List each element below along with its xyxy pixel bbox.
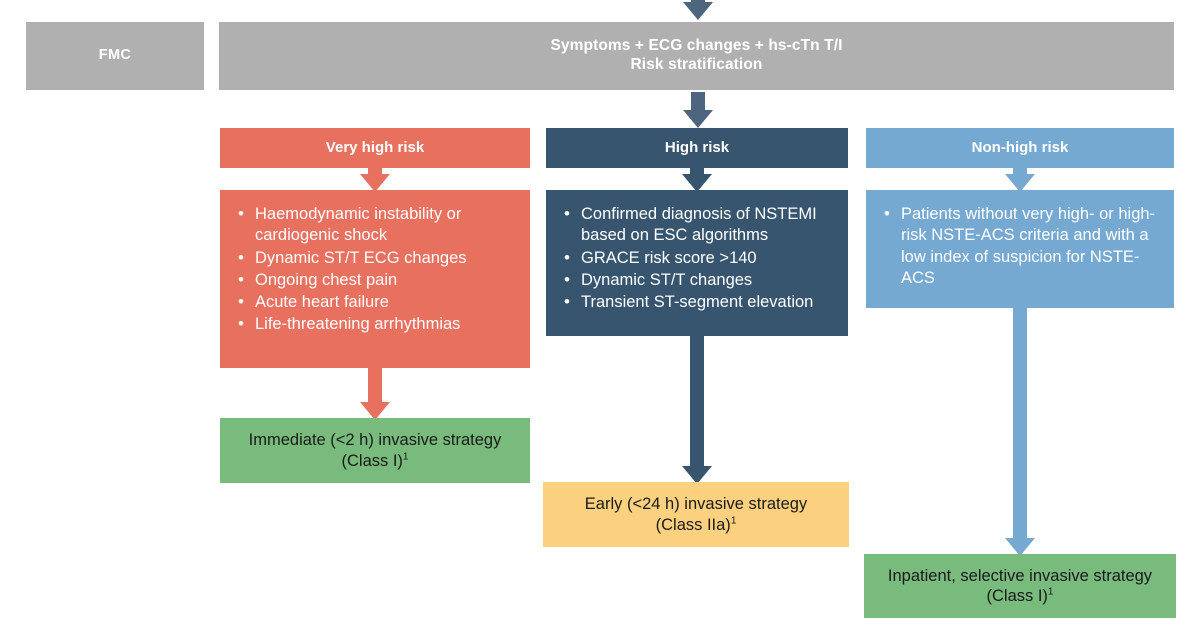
list-item: Dynamic ST/T ECG changes — [236, 247, 514, 269]
outcome-line-2: (Class I)1 — [987, 586, 1054, 606]
outcome-footnote-marker: 1 — [402, 451, 409, 462]
arrow-head — [682, 466, 712, 484]
list-item: Patients without very high- or high-risk… — [882, 203, 1158, 289]
arrow-very-high-risk-to-outcome — [345, 366, 405, 420]
list-item: Ongoing chest pain — [236, 269, 514, 291]
outcome-class: (Class IIa) — [655, 515, 731, 534]
arrow-shaft — [1013, 168, 1027, 176]
outcome-footnote-marker: 1 — [1047, 586, 1054, 598]
arrow-shaft — [691, 92, 705, 112]
column-header-high-risk: High risk — [546, 128, 848, 168]
criteria-list: Patients without very high- or high-risk… — [882, 203, 1158, 289]
fmc-label: FMC — [98, 47, 132, 64]
column-header-label: Very high risk — [325, 138, 425, 156]
list-item: Confirmed diagnosis of NSTEMI based on E… — [562, 203, 832, 247]
list-item: GRACE risk score >140 — [562, 247, 832, 269]
column-header-label: Non-high risk — [971, 138, 1069, 156]
arrow-non-high-risk-to-outcome — [990, 306, 1050, 556]
criteria-box-non-high-risk: Patients without very high- or high-risk… — [866, 190, 1174, 308]
column-header-non-high-risk: Non-high risk — [866, 128, 1174, 168]
arrow-head — [683, 2, 713, 20]
arrow-head — [682, 174, 712, 192]
arrow-shaft — [368, 366, 382, 404]
arrow-head — [1005, 174, 1035, 192]
outcome-box-immediate-invasive: Immediate (<2 h) invasive strategy (Clas… — [220, 418, 530, 483]
outcome-line-2: (Class IIa)1 — [656, 515, 737, 535]
criteria-list: Haemodynamic instability or cardiogenic … — [236, 203, 514, 336]
arrow-into-risk-stratification — [668, 0, 728, 20]
criteria-box-high-risk: Confirmed diagnosis of NSTEMI based on E… — [546, 190, 848, 336]
arrow-high-risk-to-outcome — [667, 334, 727, 484]
outcome-box-early-invasive: Early (<24 h) invasive strategy (Class I… — [543, 482, 849, 547]
fmc-box: FMC — [26, 22, 204, 90]
arrow-head — [360, 402, 390, 420]
arrow-shaft — [690, 334, 704, 468]
arrow-very-high-risk-to-criteria — [345, 168, 405, 192]
column-header-very-high-risk: Very high risk — [220, 128, 530, 168]
arrow-non-high-risk-to-criteria — [990, 168, 1050, 192]
criteria-list: Confirmed diagnosis of NSTEMI based on E… — [562, 203, 832, 313]
arrow-head — [683, 110, 713, 128]
outcome-class: (Class I) — [341, 451, 403, 470]
list-item: Acute heart failure — [236, 291, 514, 313]
risk-stratification-header-bar: Symptoms + ECG changes + hs-cTn T/I Risk… — [219, 22, 1174, 90]
header-line-1: Symptoms + ECG changes + hs-cTn T/I — [550, 37, 843, 55]
outcome-box-inpatient-selective-invasive: Inpatient, selective invasive strategy (… — [864, 554, 1176, 618]
list-item: Life-threatening arrhythmias — [236, 313, 514, 335]
arrow-head — [360, 174, 390, 192]
list-item: Haemodynamic instability or cardiogenic … — [236, 203, 514, 247]
arrow-shaft — [1013, 306, 1027, 540]
outcome-line-1: Immediate (<2 h) invasive strategy — [248, 431, 502, 450]
arrow-head — [1005, 538, 1035, 556]
list-item: Dynamic ST/T changes — [562, 269, 832, 291]
header-line-2: Risk stratification — [630, 56, 763, 73]
outcome-class: (Class I) — [986, 587, 1048, 605]
criteria-box-very-high-risk: Haemodynamic instability or cardiogenic … — [220, 190, 530, 368]
arrow-shaft — [368, 168, 382, 176]
list-item: Transient ST-segment elevation — [562, 291, 832, 313]
outcome-line-1: Inpatient, selective invasive strategy — [887, 566, 1153, 585]
outcome-line-2: (Class I)1 — [342, 451, 409, 471]
outcome-line-1: Early (<24 h) invasive strategy — [584, 495, 808, 514]
arrow-stratification-to-columns — [668, 92, 728, 128]
arrow-high-risk-to-criteria — [667, 168, 727, 192]
column-header-label: High risk — [664, 138, 730, 156]
outcome-footnote-marker: 1 — [730, 515, 737, 526]
arrow-shaft — [690, 168, 704, 176]
